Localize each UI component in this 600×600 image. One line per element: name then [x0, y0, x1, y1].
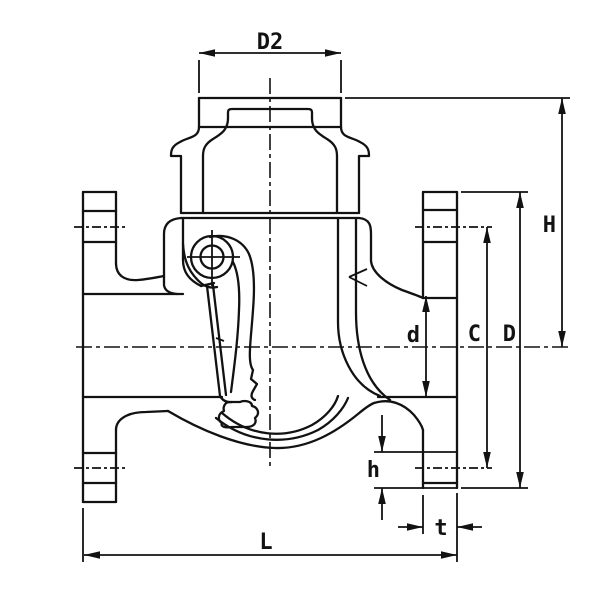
dim-label-bolt-circle: C: [468, 322, 481, 347]
dim-hsmall-arrow-bottom: [378, 488, 386, 504]
dim-c-arrow-top: [483, 227, 491, 243]
valve-body: [162, 216, 425, 450]
dim-h-arrow-bottom: [558, 331, 566, 347]
left-hub-top-curve: [114, 261, 166, 282]
swing-arm-outer: [208, 234, 259, 402]
dim-t-arrow-left: [407, 523, 423, 531]
left-bolt-hole-lines: [81, 209, 118, 485]
body-right-wall-inner: [336, 216, 382, 398]
dim-label-d2: D2: [257, 30, 284, 55]
body-left-wall-inner: [181, 216, 203, 288]
dim-d2-arrow-left: [199, 49, 215, 57]
body-right-outer-swoop: [357, 216, 425, 300]
dim-t-arrow-right: [457, 523, 473, 531]
dim-l-arrow-left: [84, 551, 100, 559]
dim-label-flange-od: D: [503, 322, 516, 347]
right-bolt-hole-lines: [421, 208, 459, 485]
dim-label-hsmall: h: [367, 458, 380, 483]
dim-bore-arrow-top: [422, 296, 430, 312]
bonnet-cap: [197, 96, 343, 129]
sump-inner-curve-2: [214, 396, 350, 441]
swing-arm-inner: [229, 260, 241, 394]
cap-sides: [197, 96, 343, 129]
dim-d-arrow-bottom: [516, 472, 524, 488]
dim-d-arrow-top: [516, 192, 524, 208]
seat-top-tick: [199, 281, 216, 288]
dim-label-length: L: [259, 530, 272, 555]
body-left-wall-outer: [162, 216, 183, 296]
dim-d2-extensions: [198, 60, 342, 93]
dim-hsmall-extensions: [374, 451, 457, 489]
right-flange: [415, 190, 492, 490]
seat-annotation-arrow: [348, 268, 368, 287]
body-underside-outer: [166, 400, 425, 450]
bonnet-joint-face: [179, 211, 361, 220]
bonnet-outer-right: [339, 125, 371, 215]
dim-l-arrow-right: [441, 551, 457, 559]
dim-d2-arrow-right: [325, 49, 341, 57]
body-right-wall-mid: [354, 216, 392, 402]
hinge-disc-assembly: [181, 230, 260, 429]
bonnet: [169, 116, 371, 220]
arm-mid-tick: [215, 337, 225, 342]
dim-hsmall-arrow-top: [378, 436, 386, 452]
bonnet-inner-left: [201, 116, 230, 215]
disc-nut-blob: [217, 399, 260, 429]
left-flange: [74, 190, 170, 504]
bore-lines: [81, 292, 459, 399]
dimension-lines: [82, 49, 570, 562]
seat-ring-line-1: [205, 284, 222, 398]
dim-label-thickness: t: [434, 516, 447, 541]
cap-inner-line: [226, 107, 314, 120]
centerlines: [76, 78, 568, 467]
dim-bore-arrow-bottom: [422, 381, 430, 397]
dim-d-extensions: [461, 191, 528, 489]
dim-c-arrow-bottom: [483, 452, 491, 468]
bonnet-outer-left: [169, 125, 201, 215]
bonnet-inner-right: [310, 116, 339, 215]
dim-label-height: H: [543, 213, 556, 238]
hinge-pin-crosshair: [187, 230, 240, 286]
dimension-labels: D2 H d C D h t L: [257, 30, 556, 555]
dim-label-bore: d: [407, 323, 420, 348]
dim-h-arrow-top: [558, 98, 566, 114]
left-hub-bottom-curve: [114, 409, 170, 432]
